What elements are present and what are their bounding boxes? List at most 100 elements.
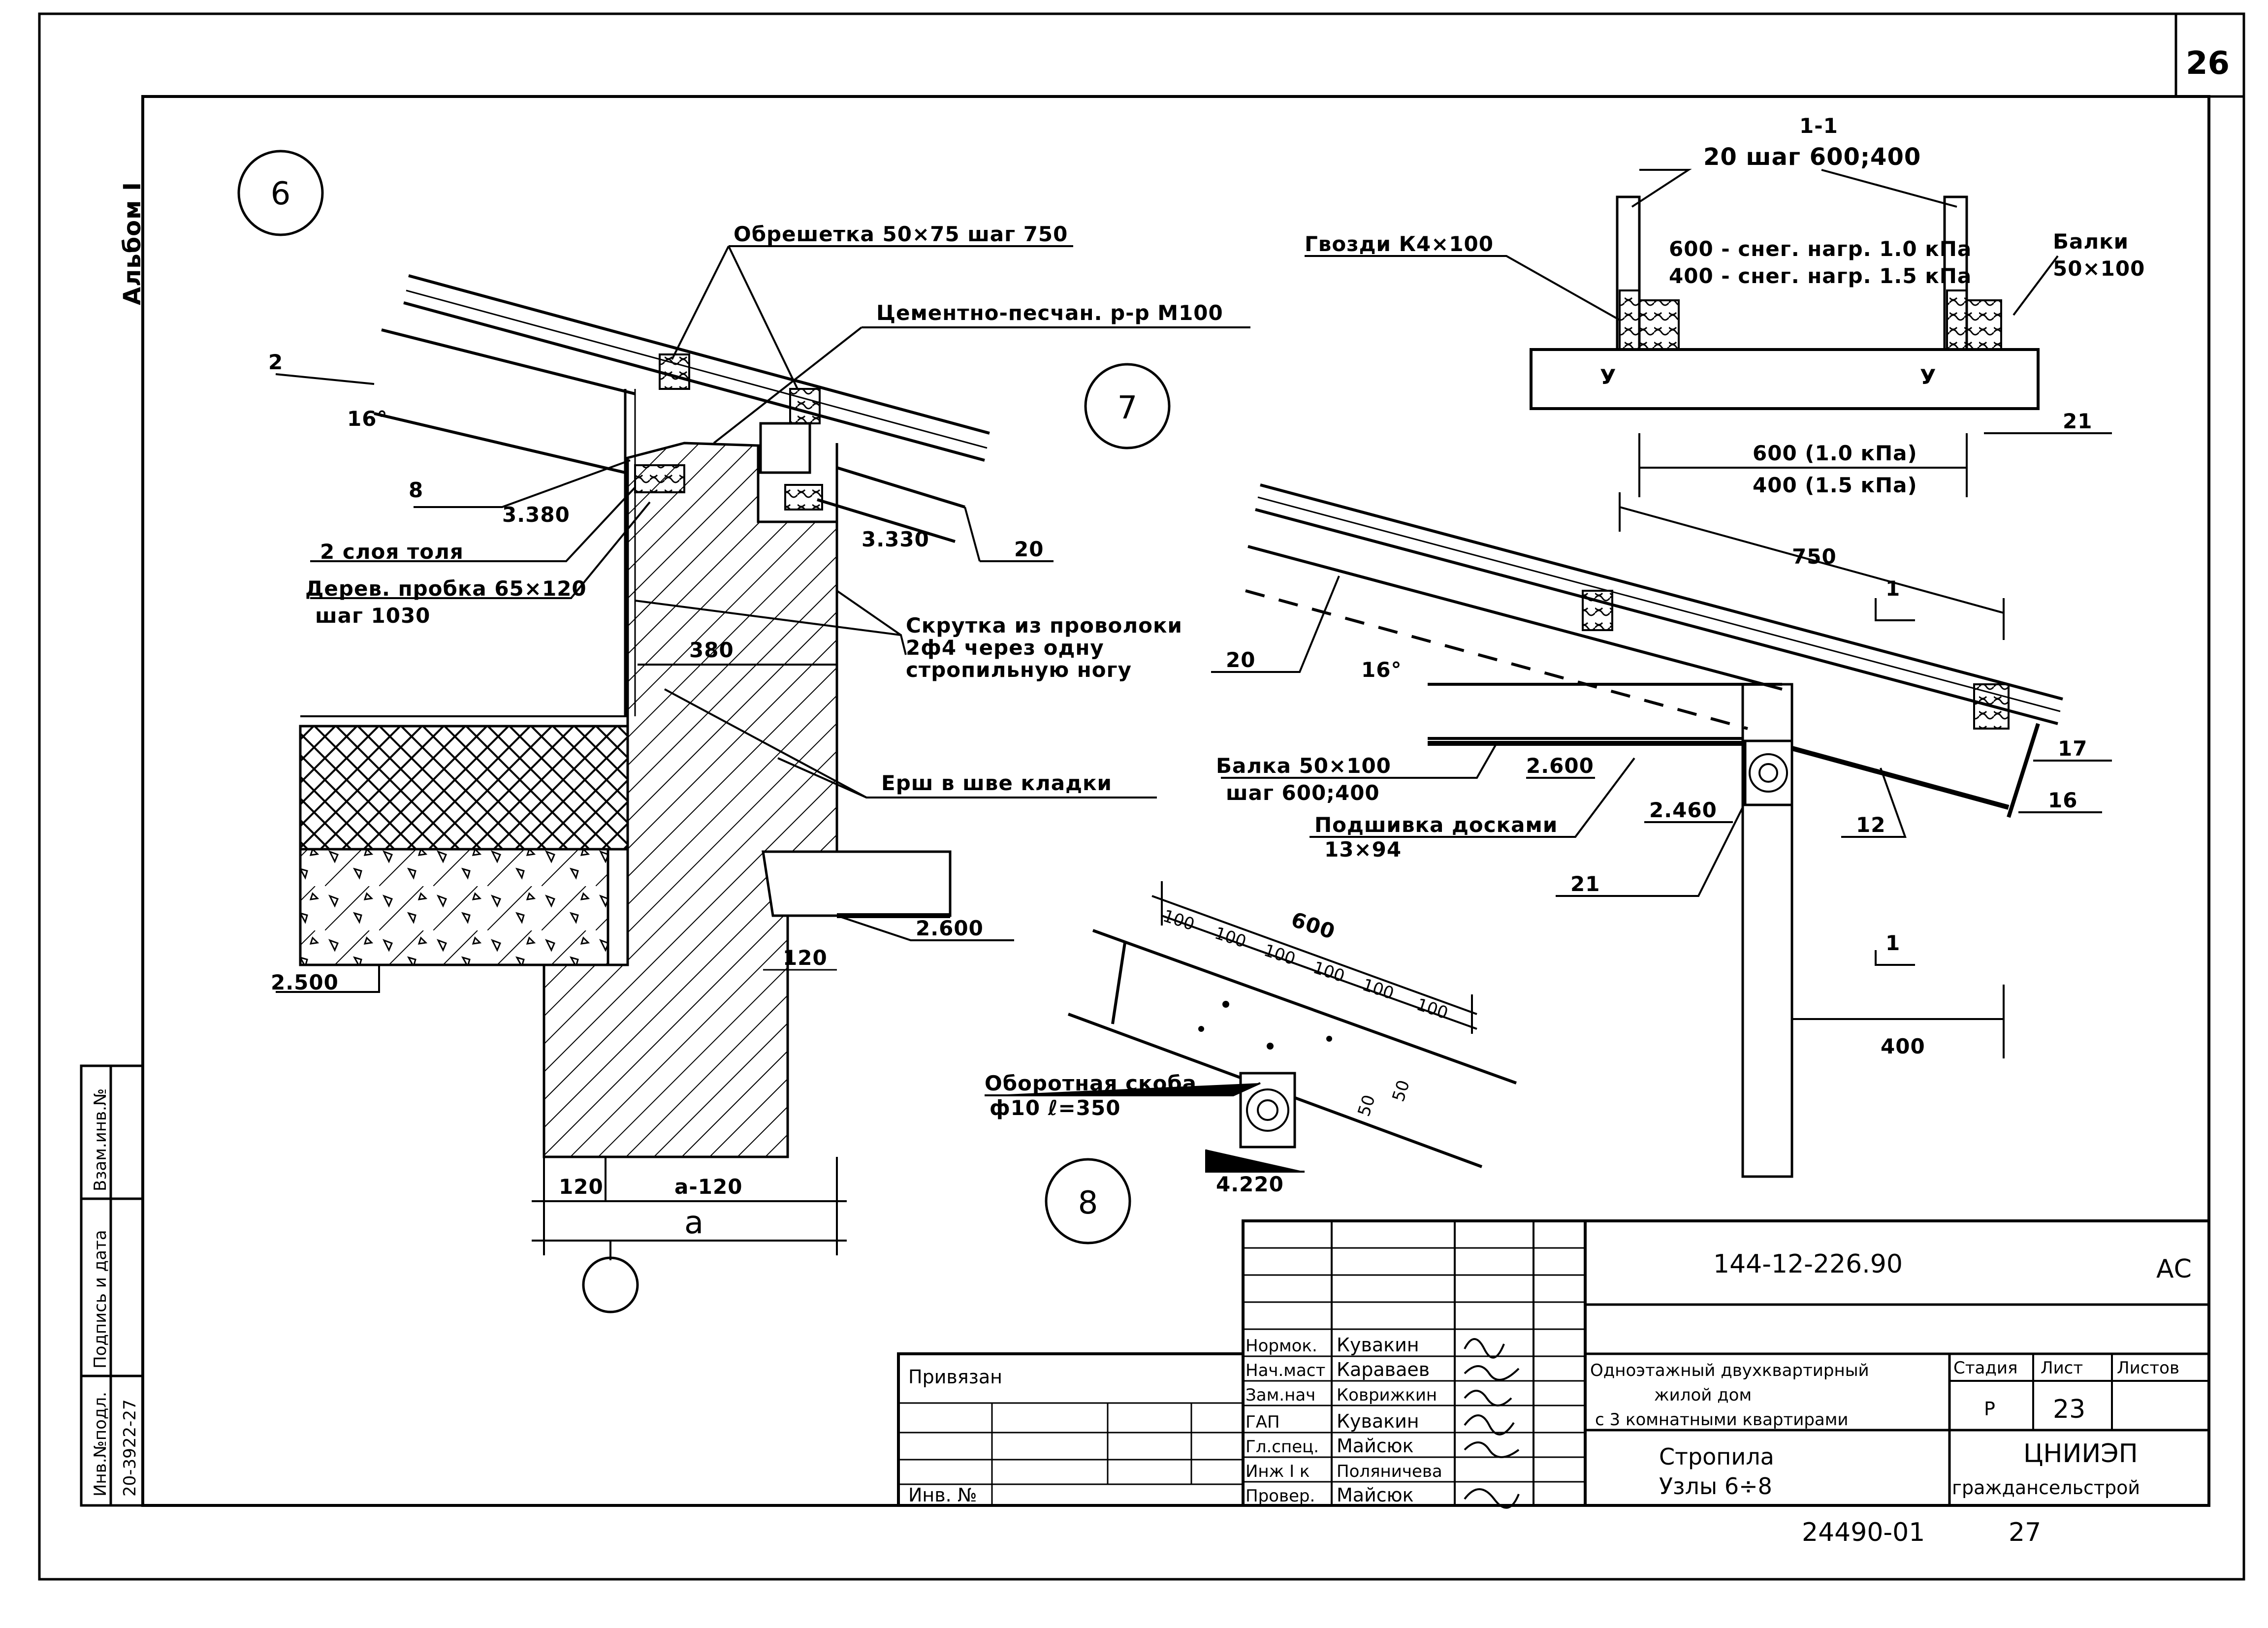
axis-marker bbox=[582, 1256, 639, 1313]
stage-header: Стадия bbox=[1953, 1358, 2017, 1378]
node-8-d100-2: 100 bbox=[1212, 924, 1248, 952]
node-6-label-20: 20 bbox=[1014, 537, 1044, 561]
privyazan-label: Привязан bbox=[908, 1366, 1002, 1388]
node-7-angle: 16° bbox=[1361, 658, 1402, 682]
role-1: Нормок. bbox=[1246, 1336, 1317, 1356]
node-6-cement: Цементно-песчан. р-р М100 bbox=[876, 301, 1223, 325]
node-7-level-2600: 2.600 bbox=[1526, 754, 1594, 778]
node-6-dim-120b: 120 bbox=[559, 1175, 604, 1199]
role-4: ГАП bbox=[1246, 1412, 1280, 1432]
signatures bbox=[1464, 1338, 1520, 1509]
node-6-level-2500: 2.500 bbox=[271, 970, 339, 994]
project-title-3: с 3 комнатными квартирами bbox=[1595, 1410, 1848, 1430]
name-7: Майсюк bbox=[1337, 1484, 1414, 1506]
node-6-skrutka-1: Скрутка из проволоки bbox=[906, 613, 1182, 638]
section-step: 20 шаг 600;400 bbox=[1703, 143, 1921, 171]
name-4: Кувакин bbox=[1337, 1410, 1419, 1432]
role-3: Зам.нач bbox=[1246, 1385, 1315, 1405]
node-8-d50-2: 50 bbox=[1389, 1078, 1414, 1104]
node-6-probka-2: шаг 1030 bbox=[315, 604, 430, 628]
node-7-podshivka-1: Подшивка досками bbox=[1314, 813, 1558, 837]
role-7: Провер. bbox=[1246, 1486, 1315, 1506]
org-1: ЦНИИЭП bbox=[2023, 1439, 2138, 1468]
role-5: Гл.спец. bbox=[1246, 1437, 1319, 1457]
node-6-tol: 2 слоя толя bbox=[320, 540, 464, 564]
project-title-2: жилой дом bbox=[1654, 1385, 1752, 1405]
node-7-level-2460: 2.460 bbox=[1649, 798, 1717, 822]
node-6-drawing: 6 bbox=[237, 150, 1250, 1313]
name-5: Майсюк bbox=[1337, 1435, 1414, 1457]
bottom-code: 24490-01 bbox=[1802, 1518, 1925, 1547]
sheet-value: 23 bbox=[2053, 1395, 2085, 1424]
section-label-21: 21 bbox=[2063, 409, 2092, 433]
section-title: 1-1 bbox=[1799, 114, 1838, 138]
node-7-label-16: 16 bbox=[2048, 788, 2077, 812]
node-7-podshivka-2: 13×94 bbox=[1324, 837, 1402, 862]
node-6-label-8: 8 bbox=[409, 478, 423, 502]
section-y-right: У bbox=[1920, 365, 1936, 389]
node-6-marker bbox=[237, 150, 324, 236]
node-8-d100-4: 100 bbox=[1310, 958, 1347, 987]
node-8-d100-3: 100 bbox=[1261, 941, 1298, 969]
node-8-level-4220: 4.220 bbox=[1216, 1172, 1284, 1196]
name-1: Кувакин bbox=[1337, 1334, 1419, 1356]
node-8-d100-5: 100 bbox=[1360, 975, 1396, 1004]
title-block-rows bbox=[1243, 1355, 1585, 1483]
node-7-cut-top: 1 bbox=[1885, 576, 1900, 601]
drawing-title-2: Узлы 6÷8 bbox=[1659, 1473, 1772, 1500]
org-2: граждансельстрой bbox=[1952, 1477, 2140, 1499]
node-7-label-21: 21 bbox=[1570, 872, 1600, 896]
node-6-skrutka-2: 2ф4 через одну bbox=[906, 636, 1104, 660]
node-6-level-2600: 2.600 bbox=[916, 916, 984, 940]
title-block bbox=[897, 1219, 2210, 1507]
name-3: Коврижкин bbox=[1337, 1385, 1437, 1405]
node-6-probka-1: Дерев. пробка 65×120 bbox=[305, 576, 587, 601]
node-7-marker-label: 7 bbox=[1118, 390, 1138, 426]
node-6-marker-label: 6 bbox=[271, 176, 291, 212]
album-label: Альбом I bbox=[119, 182, 146, 305]
node-8-skoba-1: Оборотная скоба bbox=[985, 1071, 1197, 1095]
node-7-balka-1: Балка 50×100 bbox=[1216, 754, 1391, 778]
section-dim-2: 400 (1.5 кПа) bbox=[1753, 473, 1917, 497]
node-7-label-12: 12 bbox=[1856, 813, 1885, 837]
side-stamp-inv: Инв.№подл. bbox=[91, 1392, 110, 1497]
project-title-1: Одноэтажный двухквартирный bbox=[1590, 1361, 1869, 1380]
section-gvozdi: Гвозди К4×100 bbox=[1305, 232, 1494, 256]
section-snow-2: 400 - снег. нагр. 1.5 кПа bbox=[1669, 264, 1972, 288]
name-2: Караваев bbox=[1337, 1359, 1430, 1380]
node-6-dim-a: a bbox=[684, 1205, 703, 1241]
name-6: Поляничева bbox=[1337, 1462, 1442, 1481]
role-2: Нач.маст bbox=[1246, 1361, 1325, 1380]
node-8-d50-1: 50 bbox=[1354, 1092, 1379, 1119]
section-balki-2: 50×100 bbox=[2053, 256, 2145, 281]
node-8-drawing: 8 600 100 100 100 100 100 100 50 50 Об bbox=[985, 881, 1517, 1245]
section-y-left: У bbox=[1600, 365, 1616, 389]
side-stamp-vzam: Взам.инв.№ bbox=[91, 1088, 110, 1191]
section-1-1-drawing: 1-1 20 шаг 600;400 Гвозди К4×100 600 - с… bbox=[1305, 114, 2145, 497]
node-6-label-2: 2 bbox=[268, 350, 283, 374]
sheet-header: Лист bbox=[2041, 1358, 2083, 1378]
node-7-label-20: 20 bbox=[1226, 648, 1255, 672]
node-6-angle: 16° bbox=[347, 407, 387, 431]
bottom-page: 27 bbox=[2009, 1518, 2041, 1547]
node-6-ersh: Ерш в шве кладки bbox=[881, 771, 1112, 795]
title-code: 144-12-226.90 bbox=[1713, 1249, 1903, 1279]
node-6-level-3330: 3.330 bbox=[862, 527, 929, 551]
section-balki-1: Балки bbox=[2053, 229, 2129, 254]
node-7-post bbox=[1744, 739, 1793, 806]
stage-value: Р bbox=[1984, 1398, 1995, 1420]
side-stamp-inv-value: 20-3922-27 bbox=[120, 1399, 140, 1497]
section-dim-1: 600 (1.0 кПа) bbox=[1753, 441, 1917, 465]
node-7-dim-400: 400 bbox=[1881, 1034, 1925, 1058]
drawing-title-1: Стропила bbox=[1659, 1443, 1774, 1470]
node-6-skrutka-3: стропильную ногу bbox=[906, 658, 1132, 682]
sheets-header: Листов bbox=[2117, 1358, 2179, 1378]
node-6-dim-a120: a-120 bbox=[674, 1175, 742, 1199]
node-6-dim-120a: 120 bbox=[783, 946, 828, 970]
node-7-cut-bottom: 1 bbox=[1885, 931, 1900, 955]
node-8-d100-6: 100 bbox=[1414, 995, 1450, 1023]
node-7-balka-2: шаг 600;400 bbox=[1226, 781, 1380, 805]
inv-label: Инв. № bbox=[908, 1484, 977, 1506]
section-snow-1: 600 - снег. нагр. 1.0 кПа bbox=[1669, 237, 1972, 261]
